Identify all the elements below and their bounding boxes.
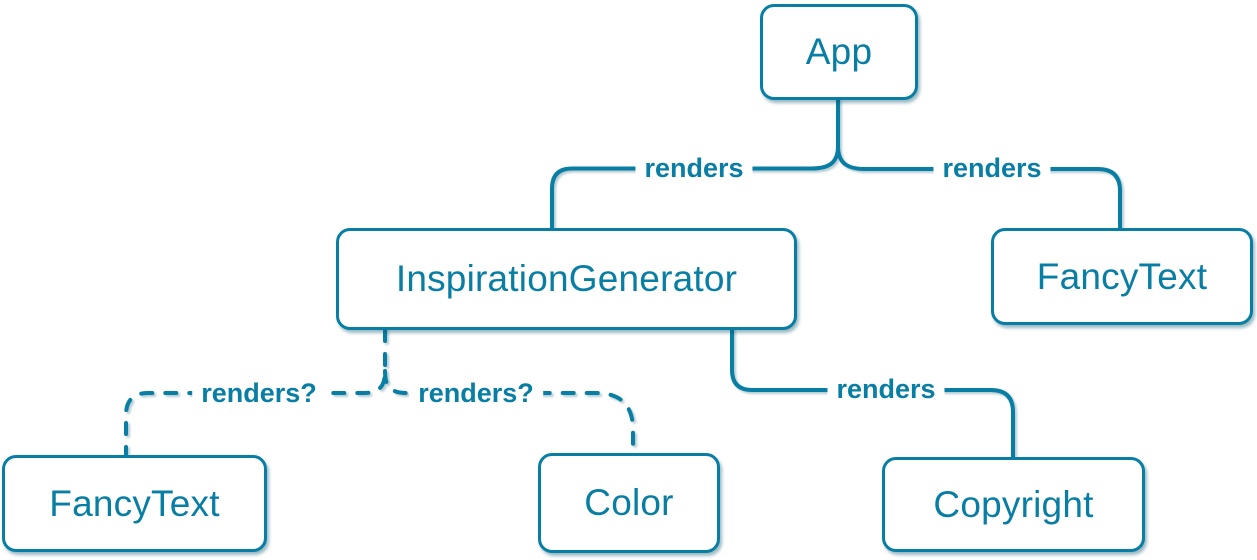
node-copyright: Copyright	[882, 457, 1145, 552]
node-inspiration-generator-label: InspirationGenerator	[395, 258, 738, 299]
node-color: Color	[538, 453, 720, 553]
node-color-label: Color	[584, 482, 674, 523]
node-fancy-text-bottom: FancyText	[2, 455, 267, 552]
node-app: App	[760, 4, 918, 100]
edge-app-fancy-text	[836, 144, 1122, 230]
edge-label-renders-maybe-color: renders?	[409, 378, 543, 409]
edge-label-renders-app-fancy-text: renders	[933, 153, 1051, 184]
node-app-label: App	[805, 31, 873, 72]
node-inspiration-generator: InspirationGenerator	[336, 228, 797, 330]
edge-label-renders-copyright: renders	[827, 374, 945, 405]
edge-label-renders-maybe-fancy-text: renders?	[192, 378, 326, 409]
node-fancy-text-top-label: FancyText	[1036, 255, 1208, 297]
node-copyright-label: Copyright	[933, 483, 1094, 525]
node-fancy-text-bottom-label: FancyText	[49, 482, 220, 524]
edge-label-renders-app-ig: renders	[635, 153, 753, 184]
node-fancy-text-top: FancyText	[991, 228, 1253, 325]
edge-inspiration-generator-color	[383, 369, 635, 455]
